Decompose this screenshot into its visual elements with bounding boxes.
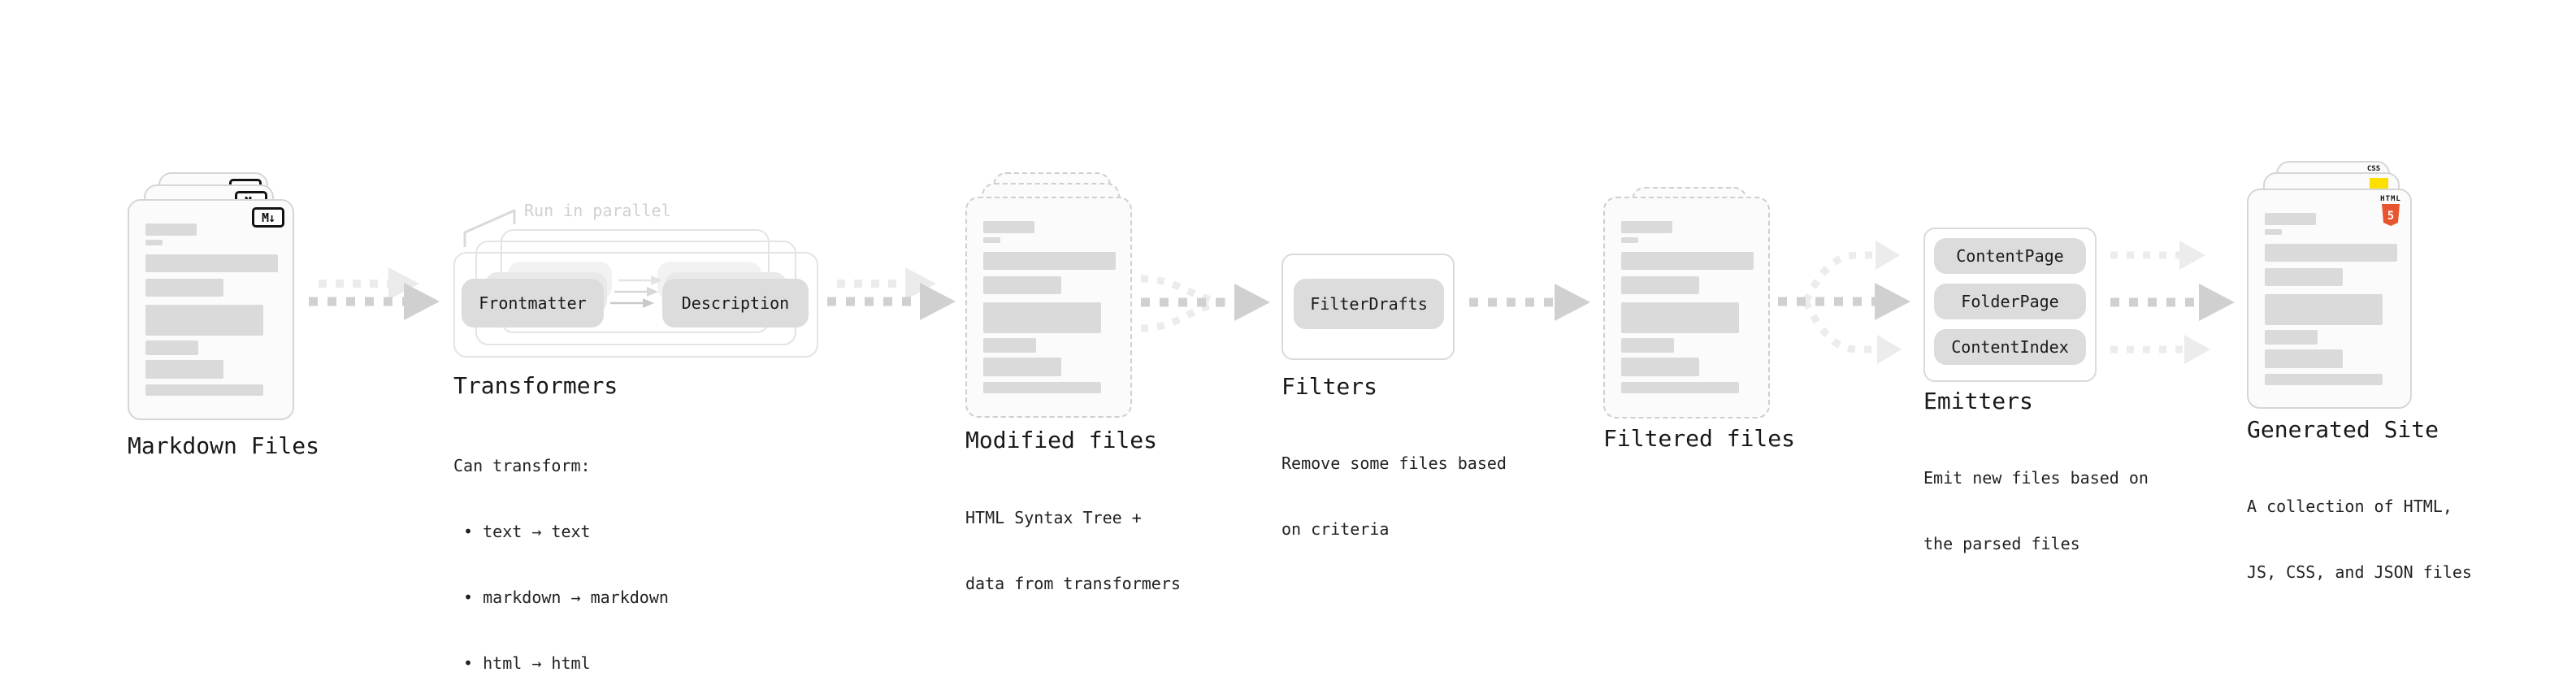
emitter-contentpage-pill: ContentPage <box>1934 238 2086 274</box>
arrow-modified-to-filters <box>1140 275 1270 332</box>
arrow-emitters-to-generated <box>2110 241 2235 364</box>
arrow-markdown-to-transformers <box>309 267 440 320</box>
transform-arrow-back <box>618 275 662 285</box>
transformers-description: Can transform: • text → text • markdown … <box>453 456 669 673</box>
filter-drafts-pill: FilterDrafts <box>1294 279 1444 329</box>
generated-site-title: Generated Site <box>2247 416 2439 443</box>
filtered-files-title: Filtered files <box>1603 425 1796 452</box>
filters-description: Remove some files based on criteria <box>1281 453 1507 539</box>
emitter-folderpage-pill: FolderPage <box>1934 284 2086 319</box>
stage-transformers: Frontmatter Description <box>453 229 827 359</box>
emitters-title: Emitters <box>1923 388 2033 414</box>
emitters-card <box>1923 228 2097 382</box>
arrow-filters-to-filtered <box>1469 284 1590 321</box>
filters-card <box>1281 254 1455 360</box>
markdown-file-front: M↓ <box>128 199 294 420</box>
transform-arrow-middle <box>614 287 658 297</box>
file-content-skeleton <box>1621 221 1754 393</box>
markdown-files-title: Markdown Files <box>128 432 320 459</box>
markdown-file-icon: M↓ <box>252 207 284 228</box>
transformer-description-pill: Description <box>662 279 809 327</box>
file-content-skeleton <box>2265 213 2397 385</box>
transformer-frame-front <box>453 252 818 358</box>
modified-files-title: Modified files <box>965 427 1158 453</box>
html5-file-icon: HTML 5 <box>2380 195 2401 226</box>
filtered-file-front <box>1603 197 1770 419</box>
transform-arrow-front <box>610 298 654 308</box>
emitter-contentindex-pill: ContentIndex <box>1934 329 2086 365</box>
generated-html-file: HTML 5 <box>2247 189 2412 409</box>
generated-site-description: A collection of HTML, JS, CSS, and JSON … <box>2247 497 2472 582</box>
transformers-title: Transformers <box>453 372 618 399</box>
transformer-frontmatter-pill: Frontmatter <box>462 279 604 327</box>
file-content-skeleton <box>983 221 1116 393</box>
filters-title: Filters <box>1281 373 1378 400</box>
svg-text:5: 5 <box>2387 210 2394 223</box>
file-content-skeleton <box>145 223 278 396</box>
js-file-icon <box>2370 178 2388 189</box>
emitters-description: Emit new files based on the parsed files <box>1923 468 2149 553</box>
modified-file-front <box>965 197 1132 418</box>
arrow-filtered-to-emitters <box>1778 241 1910 364</box>
modified-files-description: HTML Syntax Tree + data from transformer… <box>965 508 1181 593</box>
run-in-parallel-annotation: Run in parallel <box>524 201 671 220</box>
arrow-transformers-to-modified <box>827 267 956 320</box>
